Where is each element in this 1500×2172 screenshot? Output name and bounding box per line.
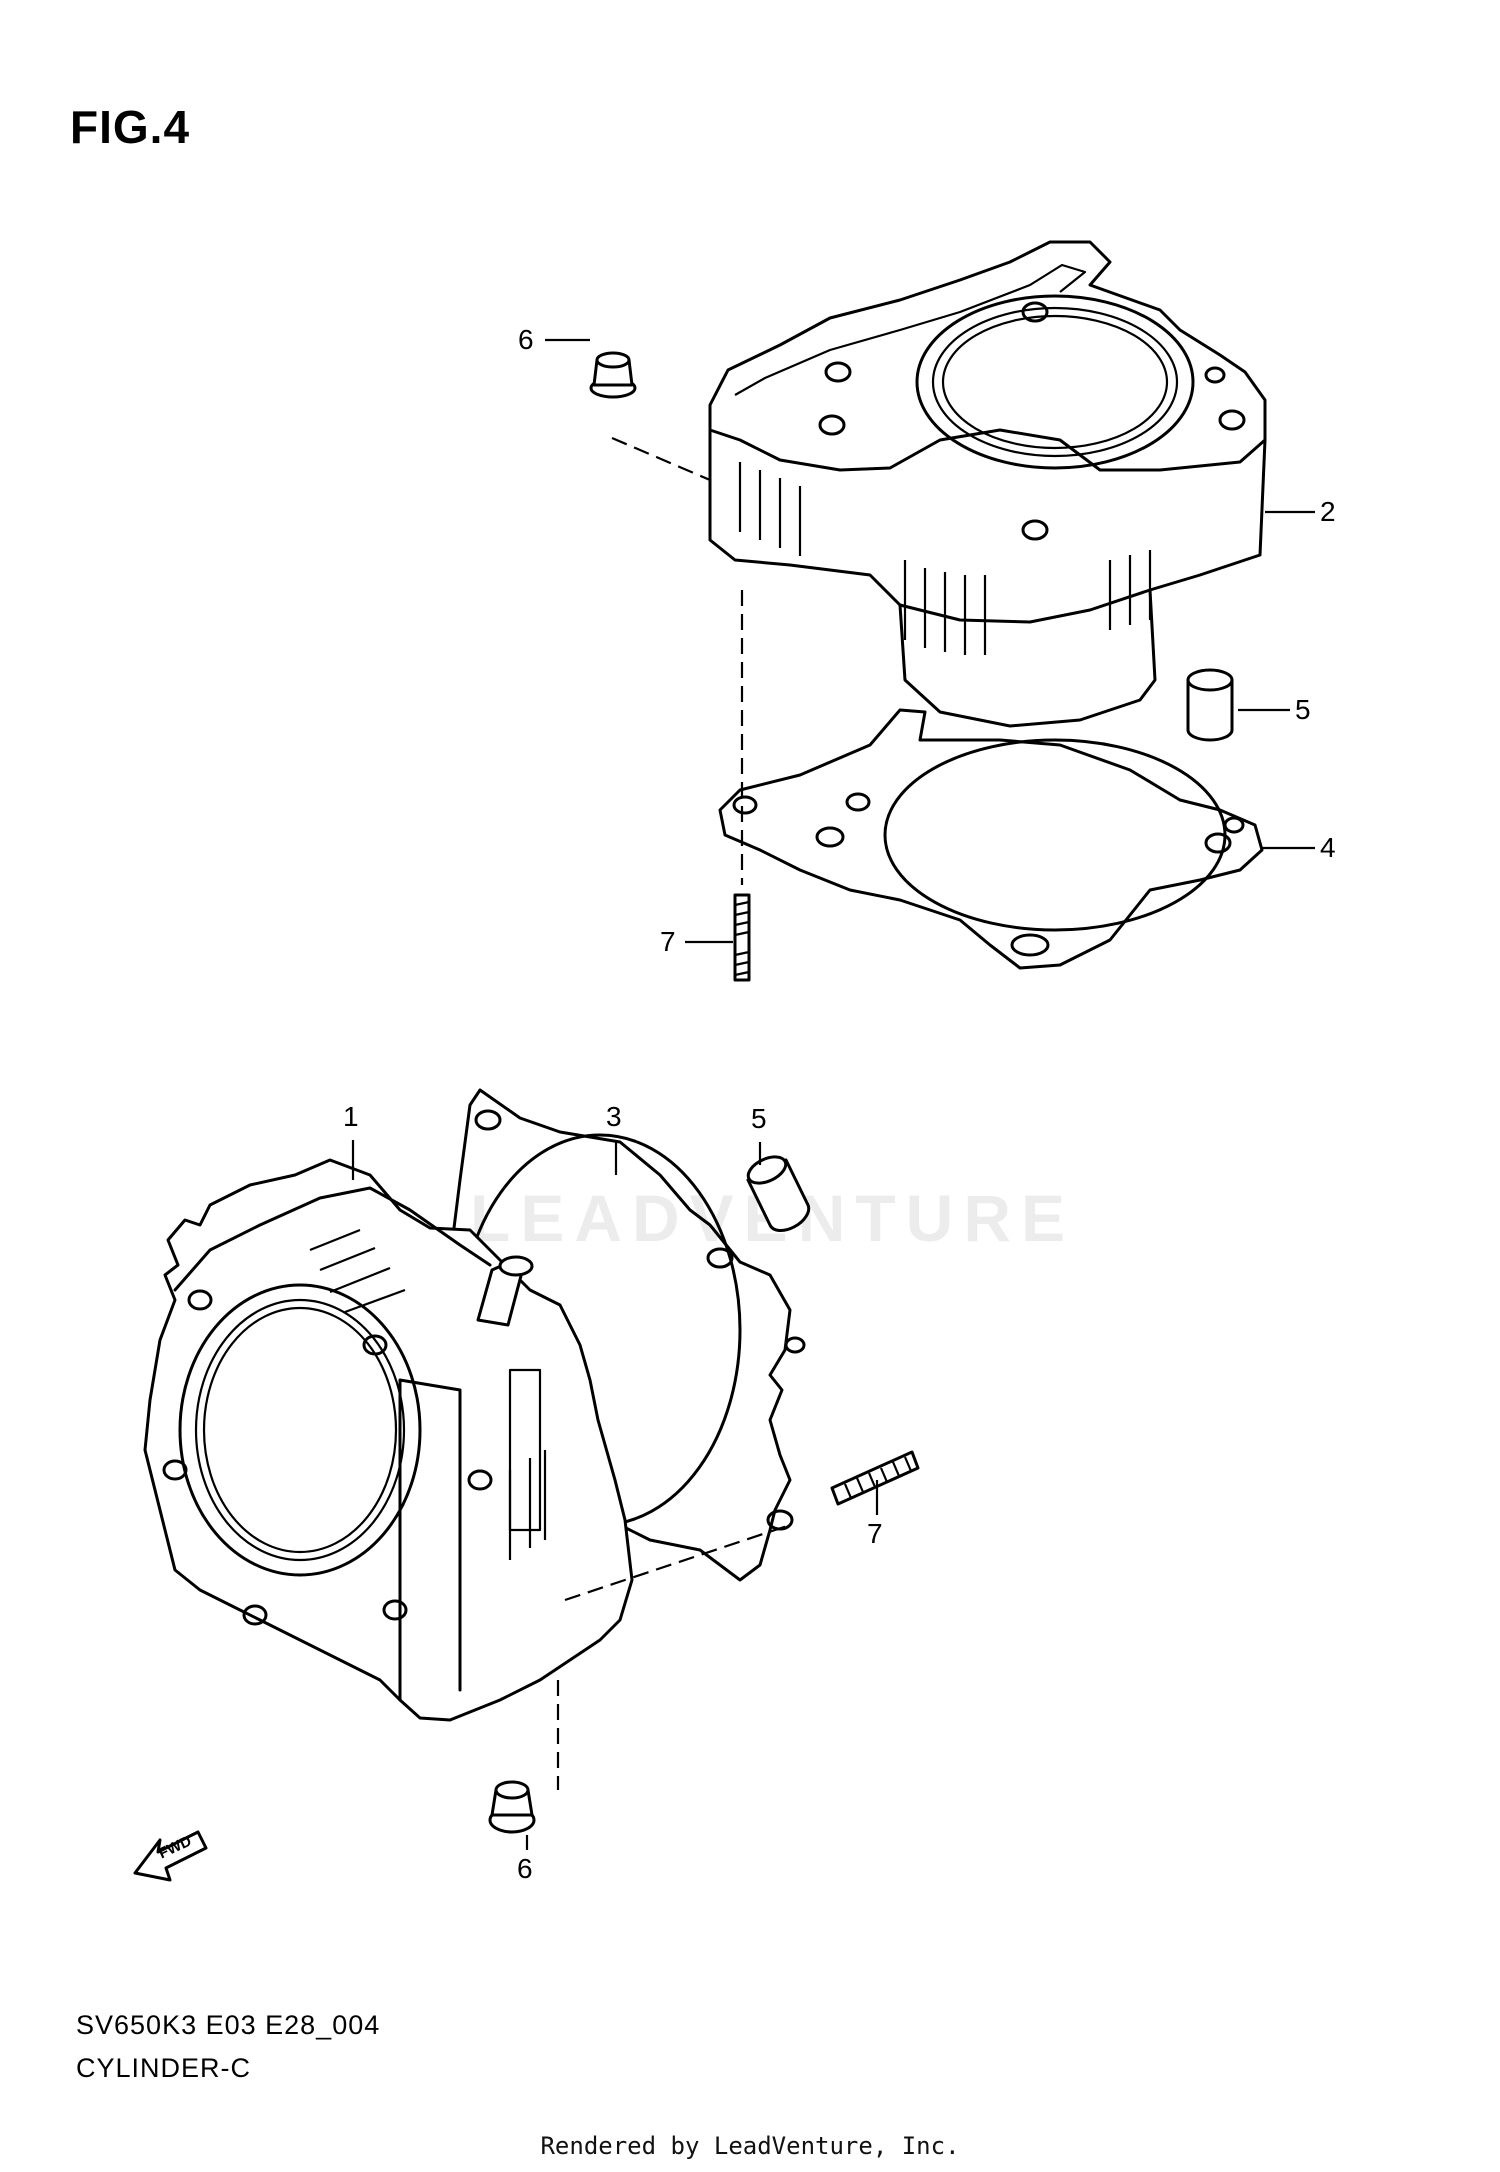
front-flange-nut[interactable] <box>488 1780 536 1834</box>
callout-rear-nut[interactable]: 6 <box>518 324 534 355</box>
rear-stud-bolt[interactable] <box>733 893 751 982</box>
forward-direction-arrow-icon <box>133 1830 208 1882</box>
front-dowel-pin[interactable] <box>744 1152 811 1232</box>
rear-cylinder-part[interactable] <box>708 240 1267 728</box>
callout-rear-dowel[interactable]: 5 <box>1295 694 1311 725</box>
figure-title: FIG.4 <box>70 101 191 153</box>
callout-rear-stud[interactable]: 7 <box>660 926 676 957</box>
front-stud-bolt[interactable] <box>830 1450 920 1506</box>
rear-nut-guide-line <box>611 436 711 482</box>
callout-front-gasket[interactable]: 3 <box>606 1101 622 1132</box>
render-credit: Rendered by LeadVenture, Inc. <box>540 2132 960 2160</box>
model-code: SV650K3 E03 E28_004 <box>76 2010 381 2040</box>
section-name: CYLINDER-C <box>76 2053 252 2083</box>
callout-rear-cylinder[interactable]: 2 <box>1320 496 1336 527</box>
front-cylinder-part[interactable] <box>143 1158 634 1722</box>
front-stud-guide-line <box>564 1523 791 1602</box>
callout-front-stud[interactable]: 7 <box>867 1518 883 1549</box>
callout-front-dowel[interactable]: 5 <box>751 1103 767 1134</box>
callout-front-nut[interactable]: 6 <box>517 1853 533 1884</box>
rear-dowel-pin[interactable] <box>1186 668 1234 742</box>
callout-rear-gasket[interactable]: 4 <box>1320 832 1336 863</box>
rear-cylinder-gasket[interactable] <box>718 708 1264 970</box>
callout-front-cylinder[interactable]: 1 <box>343 1101 359 1132</box>
rear-flange-nut[interactable] <box>589 351 637 399</box>
